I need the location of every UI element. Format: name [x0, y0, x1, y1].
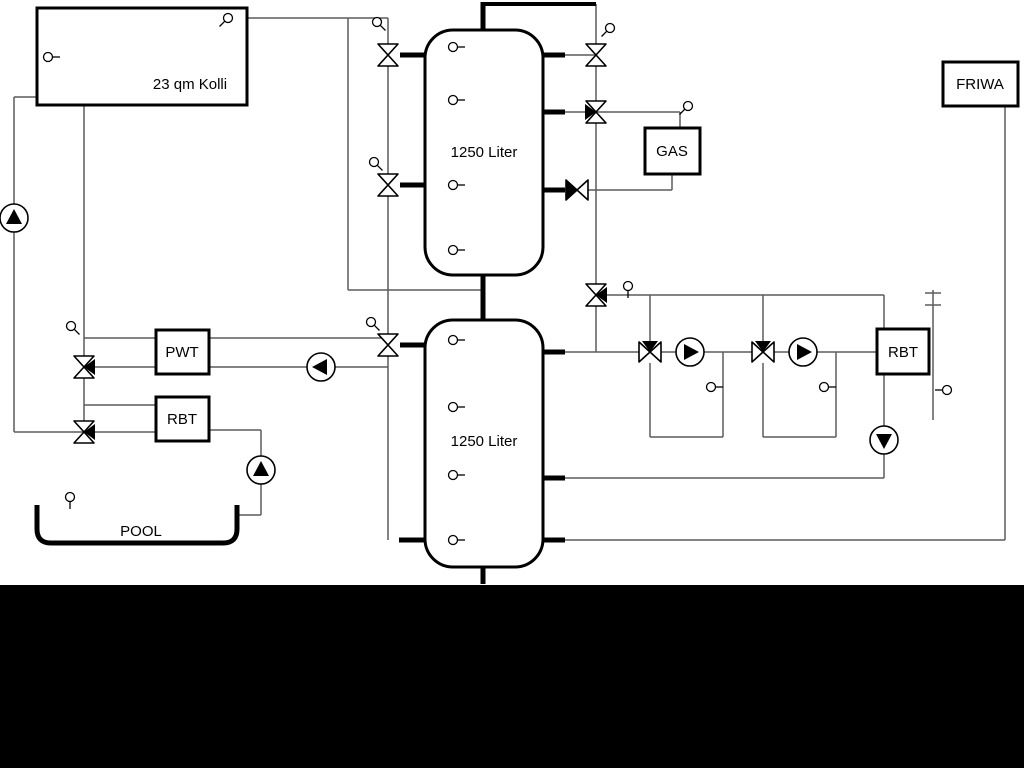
pump-icon — [246, 455, 276, 485]
sensor-icon — [705, 381, 724, 393]
sensor-icon — [818, 381, 837, 393]
pump-icon — [869, 425, 899, 455]
pump-icon — [788, 337, 818, 367]
upper-tank-label: 1250 Liter — [451, 144, 518, 161]
gas-boiler-box: GAS — [643, 126, 702, 176]
three-way-valve-icon — [73, 355, 95, 379]
sensor-icon — [597, 20, 618, 41]
upper-buffer-tank: 1250 Liter — [423, 28, 545, 277]
solar-collector-box: 23 qm Kolli — [35, 6, 249, 107]
collector-label: 23 qm Kolli — [153, 76, 227, 93]
pump-icon — [675, 337, 705, 367]
lower-tank-label: 1250 Liter — [451, 433, 518, 450]
valve-icon — [377, 333, 399, 357]
pool-basin: POOL — [34, 505, 240, 546]
pump-icon — [0, 203, 29, 233]
rbt-left-label: RBT — [167, 411, 197, 428]
rbt-left-box: RBT — [154, 395, 211, 443]
lower-buffer-tank: 1250 Liter — [423, 318, 545, 569]
sensor-icon — [366, 154, 387, 175]
three-way-valve-icon — [585, 283, 607, 307]
pwt-box: PWT — [154, 328, 211, 376]
sensor-icon — [363, 314, 384, 335]
sensor-icon — [934, 384, 953, 396]
pump-icon — [306, 352, 336, 382]
check-valve-icon — [565, 179, 589, 201]
gas-label: GAS — [656, 143, 688, 160]
pipe-network — [13, 4, 1006, 541]
valve-icon — [377, 173, 399, 197]
rbt-right-box: RBT — [875, 327, 931, 376]
sensor-icon — [64, 491, 76, 510]
three-way-valve-icon — [751, 341, 775, 363]
rbt-right-label: RBT — [888, 344, 918, 361]
friwa-box: FRIWA — [941, 60, 1020, 108]
three-way-valve-icon — [638, 341, 662, 363]
friwa-label: FRIWA — [956, 76, 1004, 93]
sensor-icon — [63, 318, 84, 339]
valve-icon — [377, 43, 399, 67]
sensor-icon — [675, 98, 696, 119]
bottom-black-bar — [0, 585, 1024, 768]
pool-label: POOL — [120, 523, 162, 540]
pwt-label: PWT — [165, 344, 198, 361]
tank-ports — [399, 2, 596, 584]
